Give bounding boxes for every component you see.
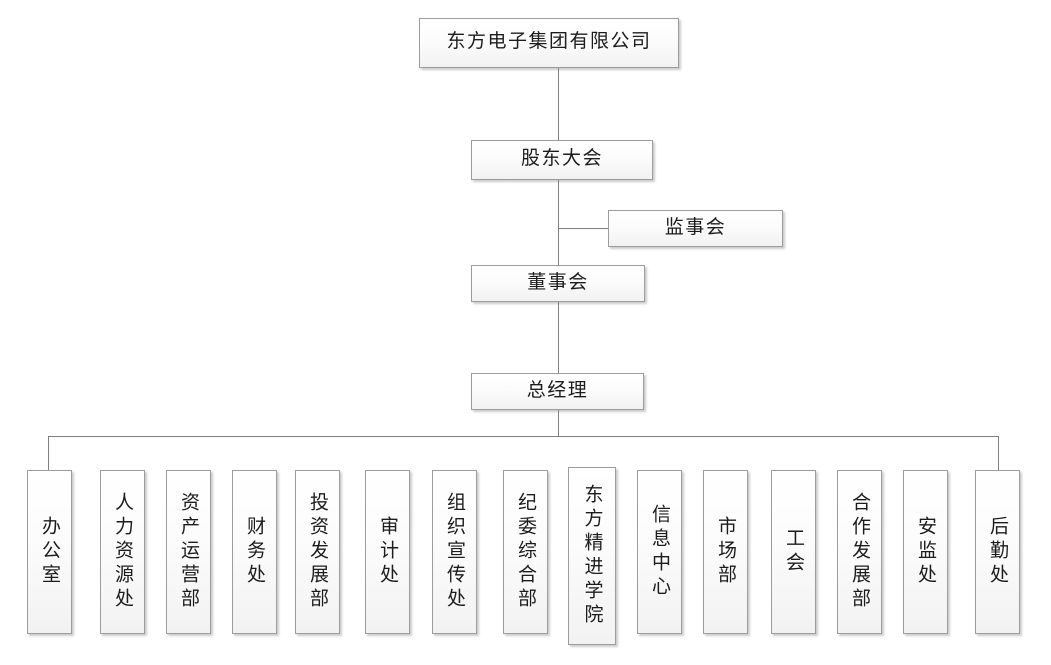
node-supervisors-label: 监事会 bbox=[664, 215, 727, 238]
node-department-9[interactable]: 信息中心 bbox=[637, 470, 682, 634]
node-department-11-label: 工会 bbox=[783, 528, 805, 576]
node-board-of-supervisors[interactable]: 监事会 bbox=[608, 210, 783, 247]
node-department-3-label: 财务处 bbox=[244, 516, 266, 588]
connector-bus-to-first-department bbox=[48, 436, 49, 470]
node-department-13[interactable]: 安监处 bbox=[903, 470, 948, 634]
node-general-manager-label: 总经理 bbox=[526, 378, 589, 401]
node-department-4[interactable]: 投资发展部 bbox=[295, 470, 340, 634]
node-company[interactable]: 东方电子集团有限公司 bbox=[419, 18, 679, 68]
node-department-2[interactable]: 资产运营部 bbox=[166, 470, 211, 634]
node-department-7[interactable]: 纪委综合部 bbox=[503, 470, 548, 634]
node-board-of-directors[interactable]: 董事会 bbox=[471, 265, 645, 302]
node-department-5-label: 审计处 bbox=[377, 516, 399, 588]
node-department-1[interactable]: 人力资源处 bbox=[100, 470, 145, 634]
node-department-2-label: 资产运营部 bbox=[178, 492, 200, 612]
connector-general-manager-to-bus bbox=[558, 410, 559, 437]
node-department-12[interactable]: 合作发展部 bbox=[837, 470, 882, 634]
node-department-9-label: 信息中心 bbox=[649, 504, 671, 600]
node-department-10-label: 市场部 bbox=[715, 516, 737, 588]
connector-bus-to-last-department bbox=[998, 436, 999, 470]
node-department-0-label: 办公室 bbox=[39, 516, 61, 588]
connector-directors-to-general-manager bbox=[558, 302, 559, 373]
node-department-14-label: 后勤处 bbox=[987, 516, 1009, 588]
node-company-label: 东方电子集团有限公司 bbox=[446, 30, 652, 53]
node-department-14[interactable]: 后勤处 bbox=[975, 470, 1020, 634]
connector-shareholders-to-directors bbox=[558, 180, 559, 265]
node-department-8-label: 东方精进学院 bbox=[581, 484, 604, 628]
connector-spine-to-supervisors bbox=[558, 228, 609, 229]
connector-department-bus bbox=[48, 436, 999, 437]
node-department-6-label: 组织宣传处 bbox=[444, 492, 466, 612]
node-department-13-label: 安监处 bbox=[915, 516, 937, 588]
node-department-7-label: 纪委综合部 bbox=[515, 492, 537, 612]
node-department-10[interactable]: 市场部 bbox=[703, 470, 748, 634]
node-directors-label: 董事会 bbox=[527, 270, 589, 293]
node-shareholders-label: 股东大会 bbox=[520, 147, 603, 170]
node-department-5[interactable]: 审计处 bbox=[365, 470, 410, 634]
node-department-4-label: 投资发展部 bbox=[307, 492, 329, 612]
node-department-3[interactable]: 财务处 bbox=[232, 470, 277, 634]
node-department-6[interactable]: 组织宣传处 bbox=[432, 470, 477, 634]
node-department-8[interactable]: 东方精进学院 bbox=[568, 467, 616, 645]
node-department-12-label: 合作发展部 bbox=[849, 492, 871, 612]
node-department-1-label: 人力资源处 bbox=[112, 492, 134, 612]
connector-company-to-shareholders bbox=[558, 68, 559, 140]
node-department-11[interactable]: 工会 bbox=[771, 470, 816, 634]
node-general-manager[interactable]: 总经理 bbox=[471, 373, 644, 410]
node-shareholders-meeting[interactable]: 股东大会 bbox=[471, 140, 653, 180]
node-department-0[interactable]: 办公室 bbox=[27, 470, 72, 634]
